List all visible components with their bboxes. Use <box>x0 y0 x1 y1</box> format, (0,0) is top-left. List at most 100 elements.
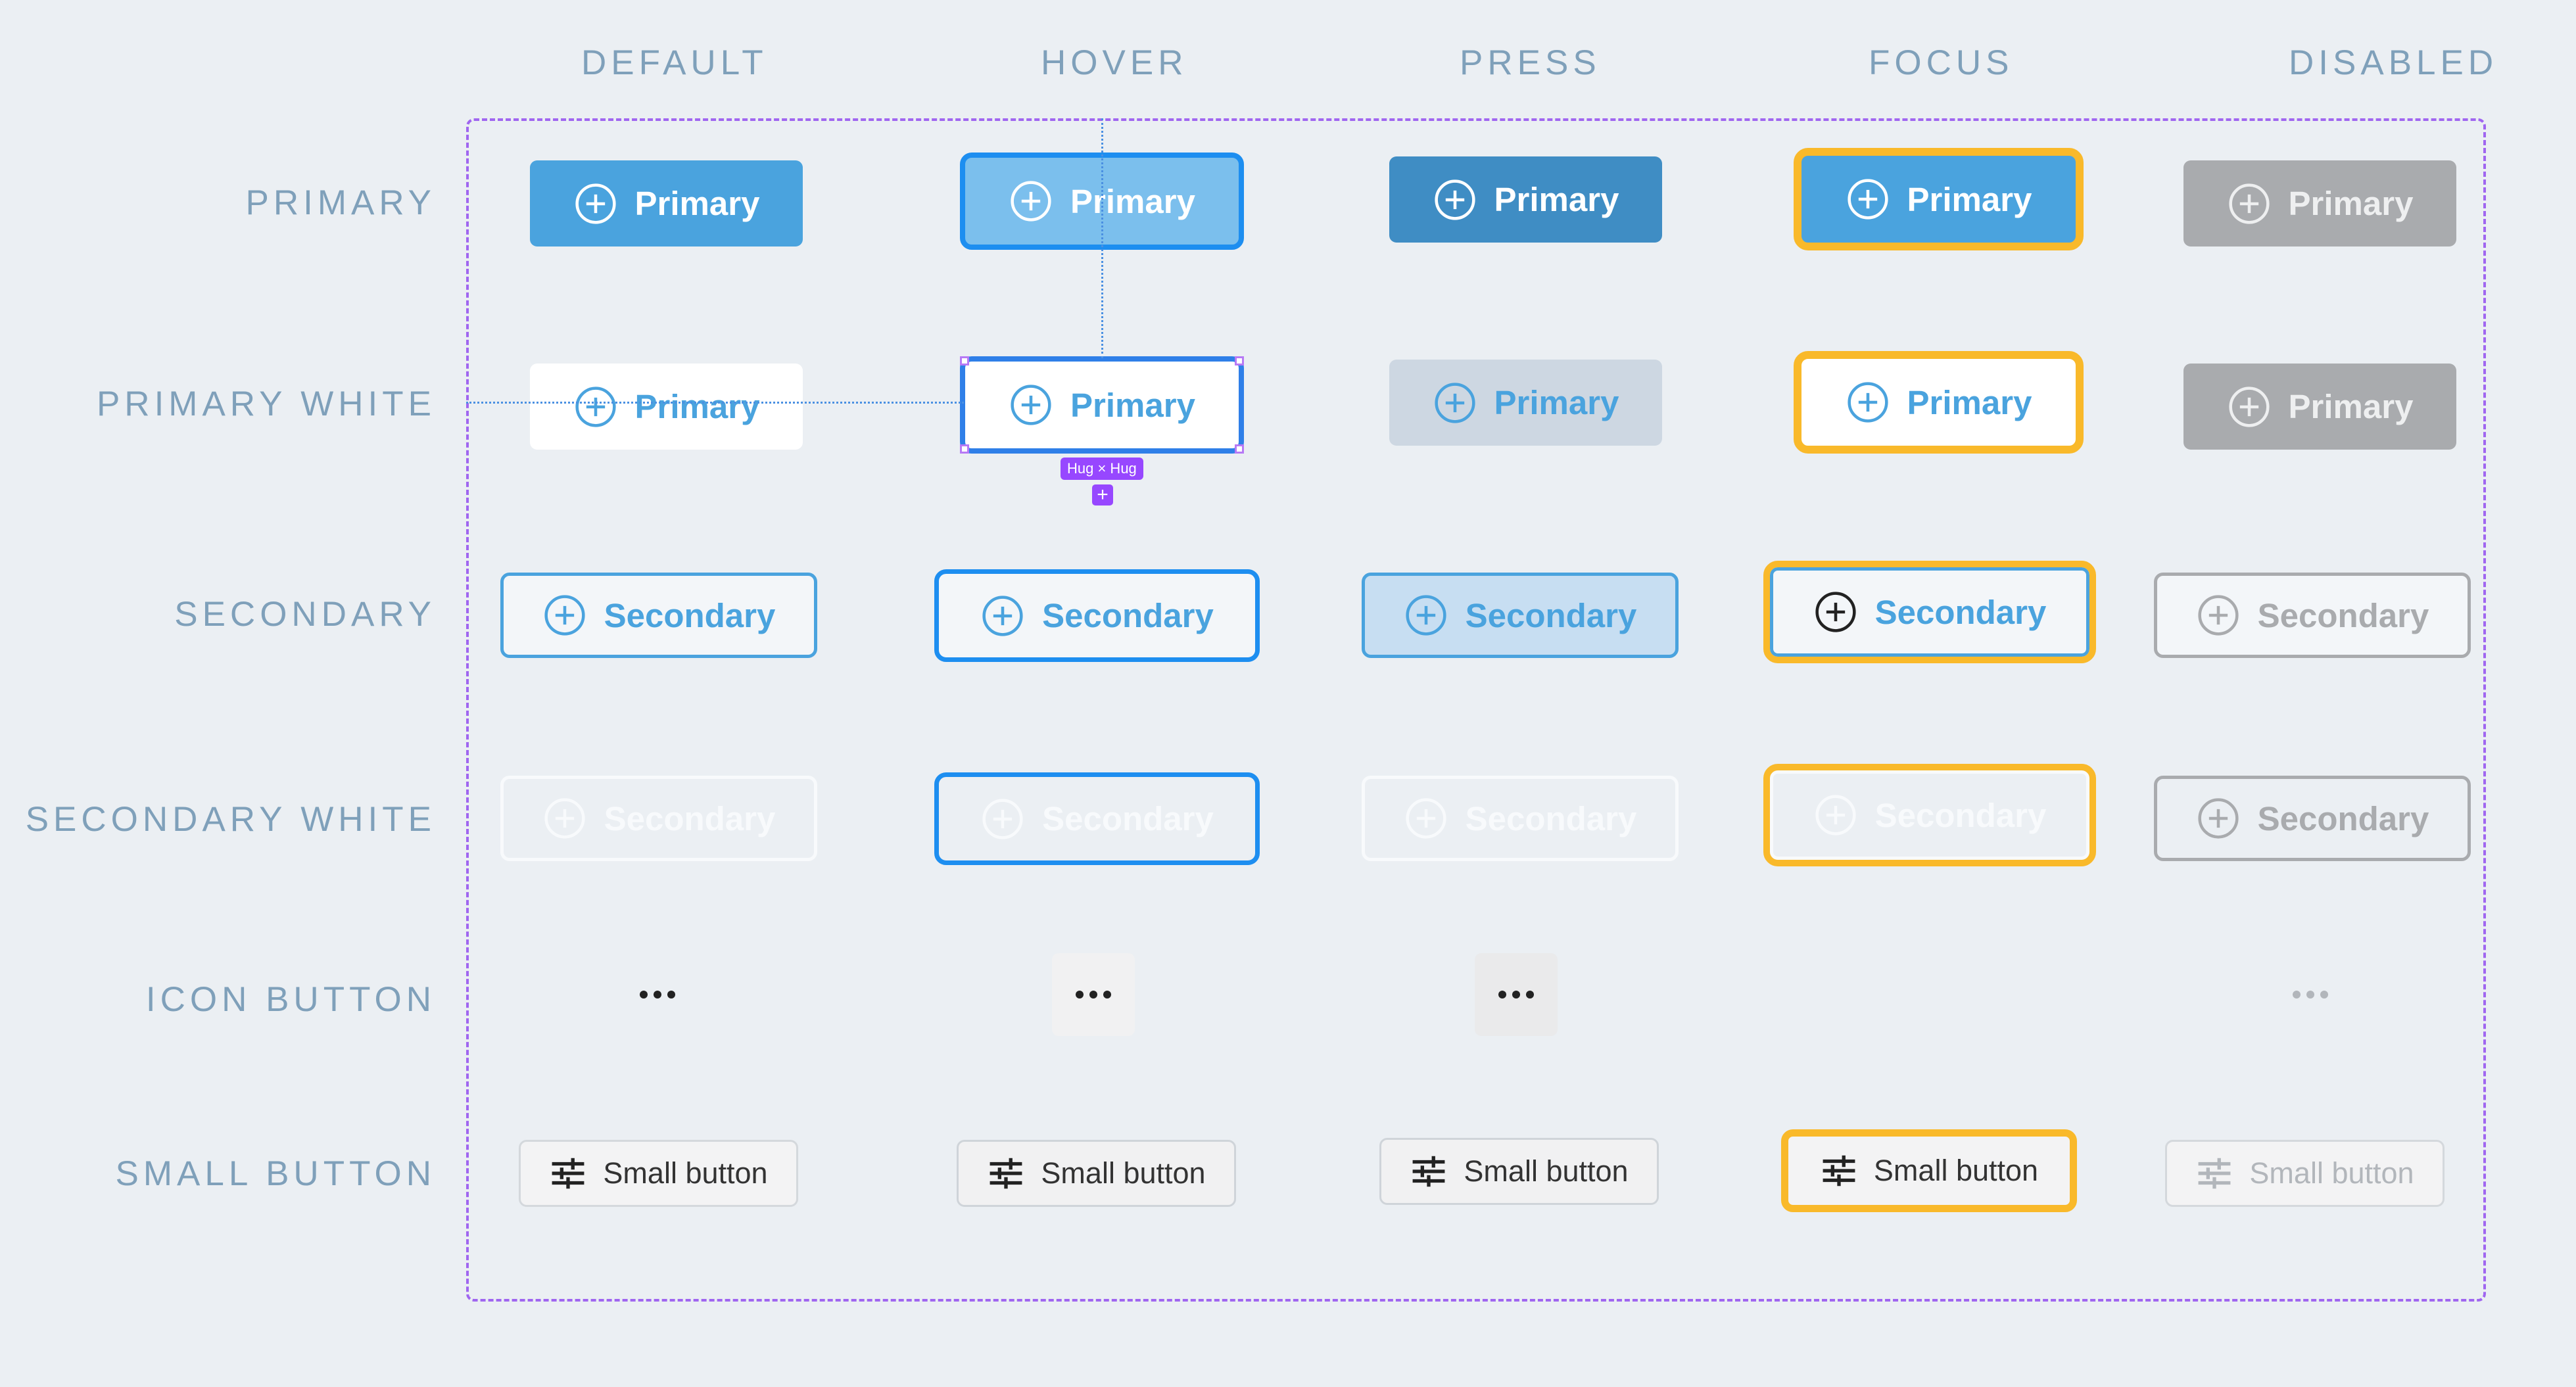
component-set-frame <box>466 118 2486 1302</box>
row-header-primary: PRIMARY <box>245 183 436 222</box>
small-button-label: Small button <box>1464 1154 1629 1188</box>
size-tag[interactable]: Hug × Hug <box>1061 458 1143 480</box>
sliders-icon <box>990 1158 1022 1189</box>
plus-circle-icon <box>1815 795 1856 835</box>
resize-handle[interactable] <box>1235 356 1244 365</box>
button-label: Primary <box>634 185 760 222</box>
icon-button-disabled <box>2269 953 2352 1036</box>
plus-circle-icon <box>1434 382 1475 423</box>
icon-button-default[interactable] <box>616 953 699 1036</box>
column-header-focus: FOCUS <box>1869 43 2014 82</box>
sliders-icon <box>1413 1156 1445 1187</box>
button-label: Primary <box>2288 388 2414 425</box>
secondary-white-button-default[interactable]: Secondary <box>500 776 817 861</box>
button-label: Primary <box>1070 182 1195 220</box>
row-header-small-button: SMALL BUTTON <box>115 1154 436 1193</box>
primary-button-focus[interactable]: Primary <box>1794 148 2084 250</box>
plus-circle-icon <box>1011 385 1051 425</box>
button-label: Secondary <box>2257 596 2429 634</box>
measure-guide-horizontal <box>466 402 964 404</box>
column-header-disabled: DISABLED <box>2289 43 2498 82</box>
small-button-label: Small button <box>603 1156 768 1190</box>
resize-handle[interactable] <box>960 444 969 454</box>
resize-handle[interactable] <box>1235 444 1244 454</box>
button-label: Secondary <box>1042 800 1214 837</box>
small-button-label: Small button <box>1873 1154 2039 1187</box>
sliders-icon <box>2199 1158 2231 1189</box>
button-label: Primary <box>1494 384 1619 421</box>
primary-white-button-disabled: Primary <box>2183 364 2456 450</box>
secondary-white-button-press[interactable]: Secondary <box>1362 776 1679 861</box>
plus-circle-icon <box>1847 179 1888 220</box>
plus-circle-icon <box>1815 592 1856 632</box>
button-label: Secondary <box>1465 799 1637 837</box>
add-variant-button[interactable]: + <box>1092 484 1113 505</box>
icon-button-hover[interactable] <box>1052 953 1135 1036</box>
measure-guide-vertical <box>1101 118 1103 358</box>
column-header-hover: HOVER <box>1041 43 1188 82</box>
primary-white-button-press[interactable]: Primary <box>1389 360 1662 446</box>
small-button-press[interactable]: Small button <box>1379 1138 1659 1205</box>
plus-circle-icon <box>982 595 1023 636</box>
row-header-secondary-white: SECONDARY WHITE <box>25 800 436 839</box>
secondary-button-hover[interactable]: Secondary <box>934 569 1260 662</box>
small-button-default[interactable]: Small button <box>519 1140 798 1207</box>
secondary-white-button-focus[interactable]: Secondary <box>1763 764 2096 866</box>
primary-button-default[interactable]: Primary <box>530 160 803 247</box>
button-label: Primary <box>1907 180 2032 218</box>
primary-white-button-hover[interactable]: Primary <box>960 356 1244 454</box>
plus-circle-icon <box>544 595 585 636</box>
sliders-icon <box>1823 1155 1855 1187</box>
plus-circle-icon <box>1847 382 1888 423</box>
plus-circle-icon <box>2228 386 2270 427</box>
button-label: Primary <box>2288 185 2414 222</box>
plus-circle-icon <box>575 183 616 224</box>
button-label: Secondary <box>2257 799 2429 837</box>
secondary-button-default[interactable]: Secondary <box>500 573 817 658</box>
more-horizontal-icon <box>1498 991 1534 999</box>
plus-circle-icon <box>1011 181 1051 222</box>
button-label: Secondary <box>604 799 776 837</box>
icon-button-press[interactable] <box>1475 953 1558 1036</box>
button-label: Primary <box>634 388 760 425</box>
primary-white-button-default[interactable]: Primary <box>530 364 803 450</box>
resize-handle[interactable] <box>960 356 969 365</box>
primary-white-button-focus[interactable]: Primary <box>1794 351 2084 454</box>
small-button-label: Small button <box>1041 1156 1206 1190</box>
button-label: Secondary <box>604 596 776 634</box>
button-label: Primary <box>1907 383 2032 421</box>
small-button-label: Small button <box>2249 1156 2414 1190</box>
secondary-white-button-hover[interactable]: Secondary <box>934 772 1260 865</box>
button-label: Secondary <box>1874 796 2047 834</box>
secondary-white-button-disabled: Secondary <box>2154 776 2471 861</box>
more-horizontal-icon <box>1076 991 1111 999</box>
small-button-disabled: Small button <box>2165 1140 2445 1207</box>
plus-circle-icon <box>2228 183 2270 224</box>
secondary-button-disabled: Secondary <box>2154 573 2471 658</box>
row-header-icon-button: ICON BUTTON <box>145 980 436 1019</box>
button-label: Primary <box>1070 386 1195 424</box>
plus-circle-icon <box>2198 595 2239 636</box>
secondary-button-press[interactable]: Secondary <box>1362 573 1679 658</box>
row-header-secondary: SECONDARY <box>174 595 436 634</box>
plus-circle-icon <box>1406 595 1446 636</box>
plus-circle-icon <box>982 798 1023 839</box>
sliders-icon <box>552 1158 584 1189</box>
column-header-press: PRESS <box>1460 43 1601 82</box>
button-label: Secondary <box>1465 596 1637 634</box>
secondary-button-focus[interactable]: Secondary <box>1763 561 2096 663</box>
plus-circle-icon <box>2198 798 2239 839</box>
button-label: Secondary <box>1042 597 1214 634</box>
more-horizontal-icon <box>640 991 675 999</box>
primary-button-disabled: Primary <box>2183 160 2456 247</box>
plus-circle-icon <box>1434 179 1475 220</box>
primary-button-press[interactable]: Primary <box>1389 156 1662 243</box>
column-header-default: DEFAULT <box>581 43 768 82</box>
button-label: Secondary <box>1874 593 2047 631</box>
plus-circle-icon <box>1406 798 1446 839</box>
small-button-focus[interactable]: Small button <box>1781 1129 2077 1212</box>
button-label: Primary <box>1494 181 1619 218</box>
plus-circle-icon <box>544 798 585 839</box>
more-horizontal-icon <box>2293 991 2328 999</box>
small-button-hover[interactable]: Small button <box>957 1140 1236 1207</box>
